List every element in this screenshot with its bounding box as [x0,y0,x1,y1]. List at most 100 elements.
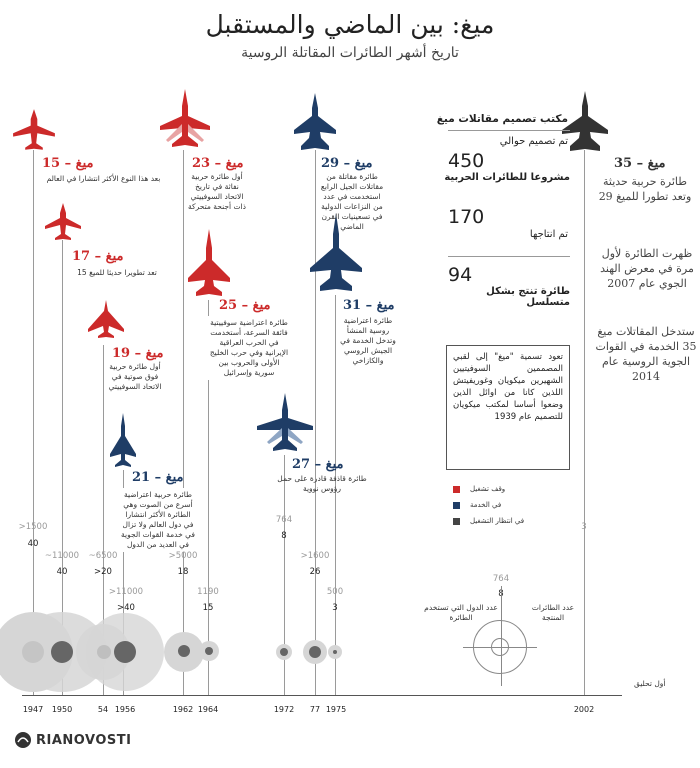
stats-designed-label: تم تصميم حوالي [499,136,568,147]
timeline-line-mig27 [284,455,285,695]
mig21-description: طائرة حربية اعتراضية أسرع من الصوت وهي ا… [118,488,198,552]
year-mig35: 2002 [573,705,595,714]
mig19-plane-icon [88,300,124,338]
timeline-baseline [22,695,622,696]
mig29-countries-bubble [309,646,321,658]
legend-waiting-swatch [453,518,460,525]
key-countries-value: 8 [481,589,521,599]
mig27-plane-icon [257,393,313,451]
mig27-countries: 8 [281,531,287,541]
timeline-line-mig19 [103,345,104,695]
legend-service-swatch [453,502,460,509]
year-mig25: 1964 [197,705,219,714]
mig21-title: ميغ – 21 [132,470,184,485]
year-mig21: 1956 [114,705,136,714]
mig35-title: ميغ – 35 [614,156,666,171]
mig29-plane-icon [294,93,336,150]
mig23-produced: >5000 [168,551,198,561]
first-flight-label: أول تحليق [634,679,666,688]
mig29-title: ميغ – 29 [321,156,373,171]
mig21-plane-icon [110,413,136,467]
mig21-countries: >40 [117,603,135,613]
timeline-line-mig29 [315,150,316,695]
stats-divider-2 [448,256,570,257]
mig35-countries: 3 [581,522,587,532]
mig17-plane-icon [45,203,81,240]
mig25-countries-bubble [205,647,213,655]
year-mig15: 1947 [22,705,44,714]
mig17-countries-bubble [51,641,73,663]
mig25-countries: 15 [202,603,214,613]
mig19-countries: >20 [94,567,112,577]
mig35-service-note: ستدخل المقاتلات ميغ 35 الخدمة في القوات … [595,325,697,383]
mig29-description: طائرة مقاتلة من مقاتلات الجيل الرابع است… [320,172,384,231]
ria-logo-icon [15,732,31,748]
mig15-description: بعد هذا النوع الأكثر انتشارا في العالم [46,174,161,183]
stats-heading: مكتب تصميم مقاتلات ميغ [436,113,568,125]
mig25-produced: 1190 [197,587,219,597]
mig31-plane-icon [310,213,362,291]
mig19-produced: ~6500 [88,551,118,561]
mig17-title: ميغ – 17 [72,249,124,264]
mig19-description: أول طائرة حربية فوق صوتية في الاتحاد الس… [108,362,162,391]
timeline-line-mig31 [335,295,336,695]
mig-name-origin-box: تعود تسمية "ميغ" إلى لقبي المصممين السوف… [446,345,570,470]
mig25-description: طائرة اعتراضية سوفييتية فائقة السرعة، أس… [206,316,292,380]
mig29-countries: 26 [309,567,321,577]
mig17-countries: 40 [56,567,68,577]
mig27-countries-bubble [280,648,288,656]
year-mig19: 54 [97,705,109,714]
mig29-produced: >1600 [300,551,330,561]
year-mig31: 1975 [325,705,347,714]
timeline-line-mig35 [584,150,585,695]
mig35-first-appearance-note: ظهرت الطائرة لأول مرة في معرض الهند الجو… [600,247,694,290]
key-produced-value: 764 [492,574,510,584]
timeline-line-mig17 [62,240,63,695]
stats-divider-1 [448,130,570,131]
mig15-produced: >1500 [18,522,48,532]
mig21-countries-bubble [114,641,136,663]
mig17-description: تعد تطويرا حديثا للميغ 15 [77,268,157,277]
stats-designed-value: 450 [448,150,485,172]
year-mig29: 77 [309,705,321,714]
mig35-description: طائرة حربية حديثة وتعد تطورا للميغ 29 [598,175,692,203]
mig31-countries-bubble [333,650,337,654]
mig15-plane-icon [13,109,55,150]
mig23-title: ميغ – 23 [192,156,244,171]
mig23-countries-bubble [178,645,190,657]
mig27-title: ميغ – 27 [292,457,344,472]
mig19-title: ميغ – 19 [112,346,164,361]
timeline-line-mig15 [33,150,34,695]
mig31-countries: 3 [332,603,338,613]
timeline-line-mig21 [123,470,124,695]
key-countries-label: عدد الدول التي تستخدم الطائرة [424,603,498,622]
legend-retired-swatch [453,486,460,493]
stats-designed-caption: مشروعا للطائرات الحربية [444,172,570,183]
mig23-plane-icon [160,89,210,147]
timeline-line-mig25 [208,300,209,695]
year-mig17: 1950 [51,705,73,714]
legend-waiting-label: في انتظار التشغيل [470,517,525,525]
mig21-produced: >11000 [108,587,144,597]
brand-logo-text: RIANOVOSTI [36,733,132,748]
mig15-countries: 40 [27,539,39,549]
mig31-title: ميغ – 31 [343,298,395,313]
mig25-title: ميغ – 25 [219,298,271,313]
legend-retired-label: وقف تشغيل [470,485,506,493]
stats-produced-caption: تم انتاجها [529,229,568,240]
stats-serial-value: 94 [448,264,473,286]
key-cross-line [463,647,537,648]
mig31-description: طائرة اعتراضية روسية المنشأ وتدخل الخدمة… [340,316,396,365]
key-produced-label: عدد الطائرات المنتجة [531,603,575,622]
mig17-produced: ~11000 [44,551,80,561]
mig25-plane-icon [188,229,230,296]
legend-service-label: في الخدمة [470,501,502,509]
year-mig23: 1962 [172,705,194,714]
page-title: ميغ: بين الماضي والمستقبل [205,10,495,39]
mig35-plane-icon [562,91,608,151]
stats-produced-value: 170 [448,206,485,228]
mig27-produced: 764 [275,515,293,525]
stats-serial-caption: طائرة تنتج بشكل متسلسل [486,286,570,308]
timeline-line-mig23 [183,150,184,695]
mig23-description: أول طائرة حربية نفاثة في تاريخ الاتحاد ا… [188,172,246,211]
